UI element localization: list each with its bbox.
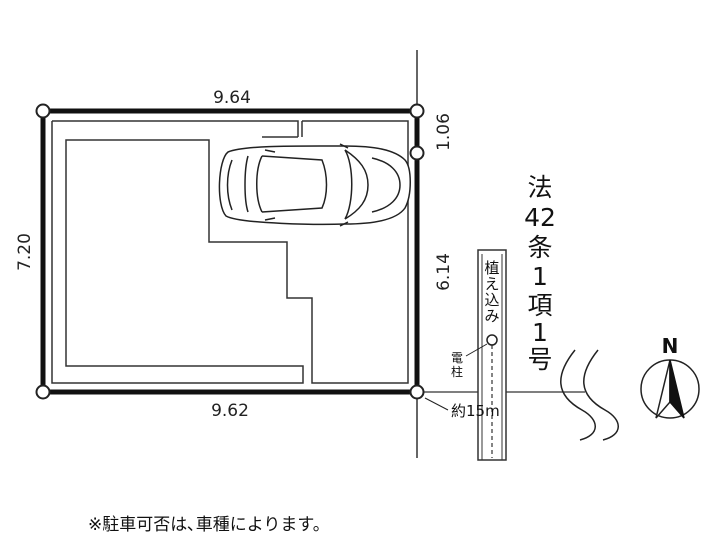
distance-leader-line	[424, 397, 449, 411]
parking-note: ※駐車可否は､車種によります。	[88, 515, 330, 535]
pole-label-char: 柱	[451, 364, 463, 379]
road-label-char: 号	[527, 345, 552, 374]
road-label-char: 42	[524, 203, 556, 232]
corner-marker	[35, 103, 51, 119]
dimension-right-upper: 1.06	[434, 113, 454, 151]
setback-line	[52, 120, 299, 137]
road-label-char: 項	[527, 291, 552, 320]
dimension-left: 7.20	[15, 233, 35, 271]
pole-label-char: 電	[451, 351, 463, 365]
road-break-mark	[583, 349, 619, 441]
pole-leader-line	[465, 343, 488, 357]
road-label-char: 条	[527, 233, 552, 262]
corner-marker	[409, 384, 425, 400]
planting-label-char: え	[484, 275, 499, 293]
corner-marker	[409, 103, 425, 119]
dimension-top: 9.64	[213, 88, 251, 108]
compass-label: N	[662, 334, 679, 358]
corner-marker	[35, 384, 51, 400]
car-icon	[218, 143, 411, 227]
planting-label-char: 込	[484, 291, 499, 309]
dimension-right-lower: 6.14	[434, 253, 454, 291]
dimension-bottom: 9.62	[211, 401, 249, 421]
planting-label-char: 植	[484, 259, 499, 277]
building-outline	[51, 120, 409, 384]
corner-marker	[409, 145, 425, 161]
road-label-char: 1	[532, 318, 548, 347]
road-break-mark	[560, 349, 596, 441]
road-label-char: 法	[527, 173, 552, 202]
planting-label-char: み	[484, 307, 499, 325]
north-compass-icon: N	[640, 334, 700, 419]
utility-pole-icon	[486, 334, 498, 346]
distance-label: 約15m	[451, 402, 500, 420]
road-label-char: 1	[532, 262, 548, 291]
